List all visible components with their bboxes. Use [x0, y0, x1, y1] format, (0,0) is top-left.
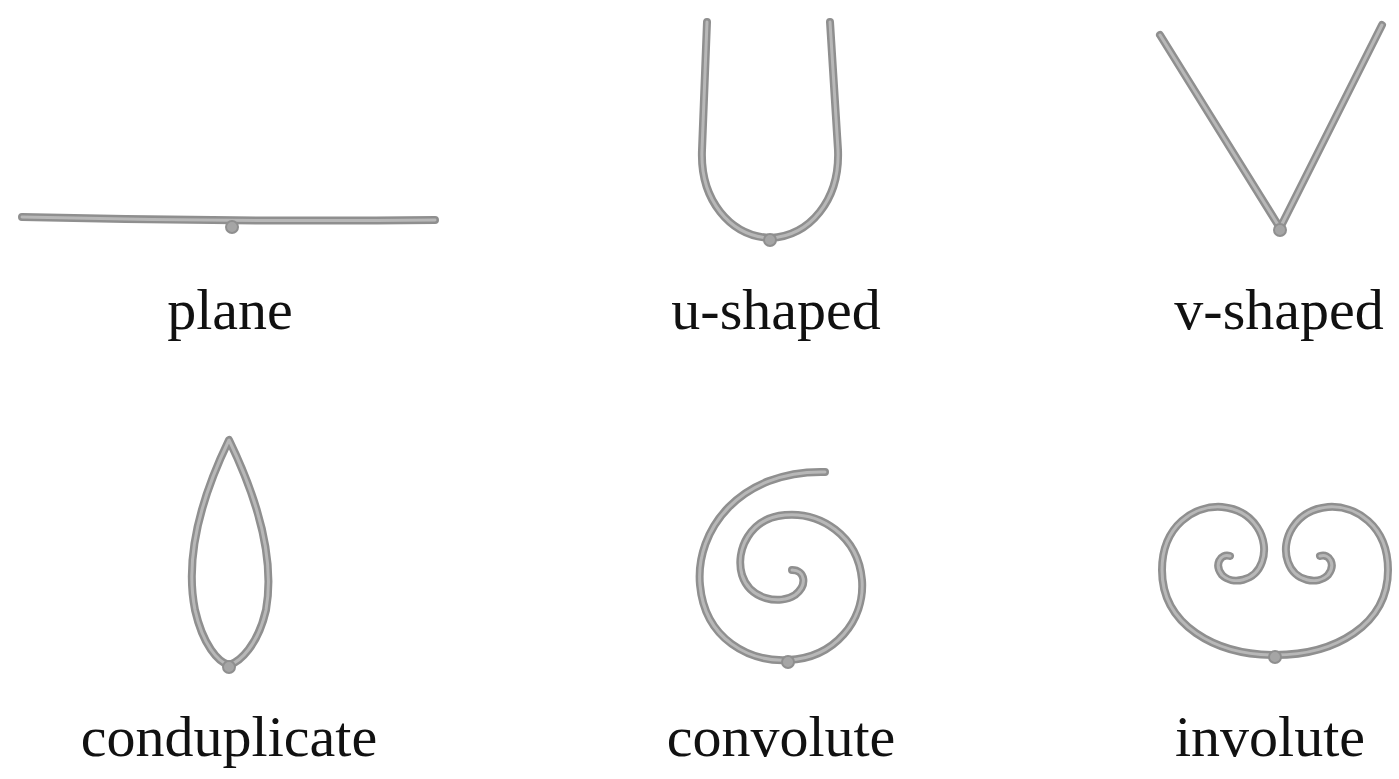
midrib: [226, 221, 238, 233]
u-highlight: [702, 22, 838, 238]
plane-section: [22, 217, 435, 221]
shape-label: plane: [167, 281, 293, 339]
conduplicate-highlight: [192, 440, 269, 665]
involute-section: [1162, 507, 1388, 655]
u-section: [702, 22, 838, 238]
convolute-highlight: [700, 472, 863, 660]
v-section: [1160, 25, 1382, 228]
midrib: [1274, 224, 1286, 236]
shape-label: u-shaped: [671, 281, 880, 339]
midrib: [223, 661, 235, 673]
midrib: [782, 656, 794, 668]
shape-label: involute: [1175, 708, 1365, 766]
shape-label: convolute: [667, 708, 896, 766]
shape-label: conduplicate: [81, 708, 377, 766]
midrib: [1269, 651, 1281, 663]
midrib: [764, 234, 776, 246]
plane-highlight: [22, 217, 435, 221]
v-highlight: [1160, 25, 1382, 228]
involute-highlight: [1162, 507, 1388, 655]
convolute-section: [700, 472, 863, 660]
conduplicate-section: [192, 440, 269, 665]
shape-label: v-shaped: [1174, 281, 1383, 339]
